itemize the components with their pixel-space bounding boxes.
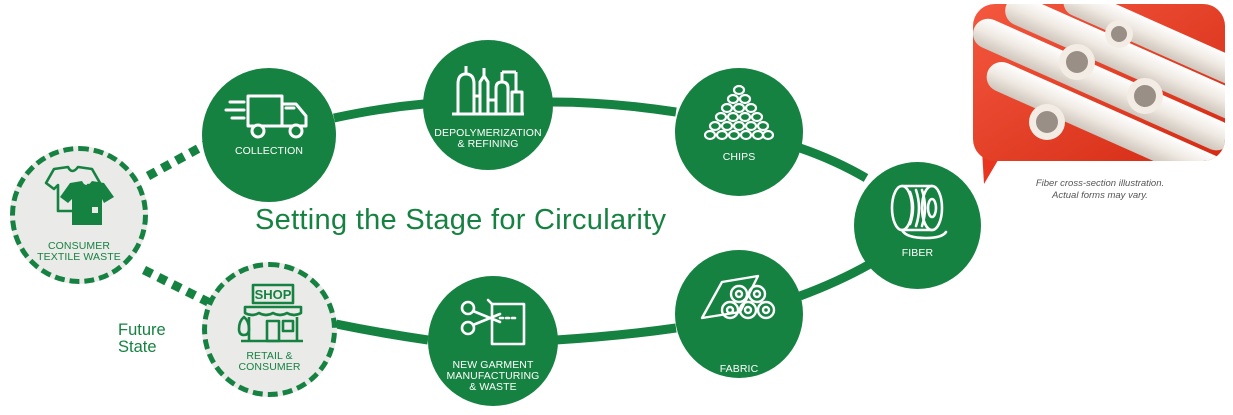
label-line: MANUFACTURING (446, 370, 540, 382)
refinery-icon (423, 62, 553, 118)
connector-collection-depolymerization (333, 99, 425, 123)
photo-caption: Fiber cross-section illustration. Actual… (980, 178, 1220, 202)
node-depolymerization-label: DEPOLYMERIZATION & REFINING (423, 128, 553, 150)
connector-garment-retail (335, 319, 429, 345)
label-line: FABRIC (719, 363, 759, 375)
node-depolymerization: DEPOLYMERIZATION & REFINING (423, 40, 553, 170)
fabric-rolls-icon (675, 268, 803, 326)
polymer-chips-icon (675, 82, 803, 144)
caption-line: Fiber cross-section illustration. (1035, 178, 1165, 189)
future-state-line: State (118, 338, 157, 356)
connector-fabric-garment (555, 323, 677, 345)
label-line: COLLECTION (234, 145, 304, 157)
label-line: CONSUMER (47, 240, 111, 252)
node-garment-label: NEW GARMENT MANUFACTURING & WASTE (428, 360, 558, 393)
scissors-cutting-icon (428, 294, 558, 350)
fiber-cross-section-photo (973, 4, 1225, 161)
shop-sign-text: SHOP (254, 287, 291, 302)
node-fiber-label: FIBER (854, 248, 981, 259)
connector-chips-fiber (798, 143, 869, 182)
node-collection: COLLECTION (202, 68, 336, 202)
node-waste-label: CONSUMER TEXTILE WASTE (15, 241, 143, 263)
label-line: FIBER (901, 247, 934, 259)
node-waste: CONSUMER TEXTILE WASTE (10, 146, 148, 284)
node-garment: NEW GARMENT MANUFACTURING & WASTE (428, 276, 558, 406)
node-collection-label: COLLECTION (202, 146, 336, 157)
caption-line: Actual forms may vary. (1052, 190, 1148, 201)
future-state-label: Future State (118, 322, 166, 356)
node-fabric: FABRIC (675, 250, 803, 378)
connector-waste-collection (145, 136, 217, 180)
delivery-truck-icon (202, 90, 336, 146)
label-line: & WASTE (469, 381, 517, 393)
future-state-line: Future (118, 321, 166, 339)
label-line: RETAIL & (246, 350, 293, 362)
node-chips: CHIPS (675, 68, 803, 196)
connector-fiber-fabric (798, 260, 873, 301)
shirts-icon (15, 163, 143, 229)
connector-depolymerization-chips (551, 97, 677, 117)
fiber-spool-icon (854, 180, 981, 242)
node-retail-label: RETAIL & CONSUMER (207, 351, 332, 373)
label-line: TEXTILE WASTE (37, 251, 121, 263)
label-line: NEW GARMENT (452, 359, 534, 371)
node-chips-label: CHIPS (675, 152, 803, 163)
label-line: DEPOLYMERIZATION (434, 127, 542, 139)
diagram-title: Setting the Stage for Circularity (255, 204, 667, 236)
label-line: CHIPS (722, 151, 756, 163)
node-retail: SHOP RETAIL & CONSUMER (202, 262, 337, 397)
label-line: CONSUMER (238, 361, 301, 373)
connector-waste-retail (141, 265, 215, 309)
label-line: & REFINING (457, 138, 519, 150)
shop-icon: SHOP (207, 283, 332, 345)
node-fabric-label: FABRIC (675, 364, 803, 375)
node-fiber: FIBER (854, 162, 981, 289)
